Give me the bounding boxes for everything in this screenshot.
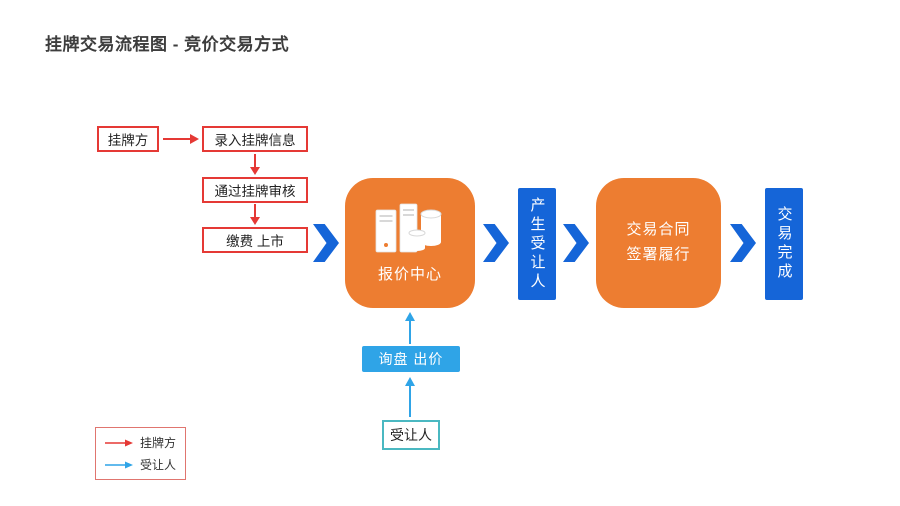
- legend-blue-arrow-icon: [105, 461, 133, 468]
- flow-chevron-icon: [313, 224, 339, 262]
- quote-center-label: 报价中心: [377, 266, 442, 283]
- flow-chevron-icon: [563, 224, 589, 262]
- generate-transferee-label: 产生受让人: [528, 196, 546, 292]
- node-listing-party: 挂牌方: [97, 126, 159, 152]
- flow-chevron-icon: [730, 224, 756, 262]
- legend-red-arrow-icon: [105, 439, 133, 446]
- node-pass-listing-review: 通过挂牌审核: [202, 177, 308, 203]
- server-database-icon: [375, 203, 442, 253]
- arrow-down-red-icon: [250, 204, 260, 225]
- page-title: 挂牌交易流程图 - 竞价交易方式: [45, 35, 290, 54]
- arrow-down-red-icon: [250, 154, 260, 175]
- contract-line-1: 交易合同: [626, 221, 691, 239]
- node-quote-center: 报价中心: [345, 178, 475, 308]
- node-inquiry-bid: 询盘 出价: [362, 346, 460, 372]
- legend: 挂牌方 受让人: [95, 427, 187, 480]
- arrow-up-blue-icon: [405, 312, 415, 344]
- arrow-up-blue-icon: [405, 377, 415, 417]
- legend-transferee-label: 受让人: [140, 458, 177, 472]
- legend-item-listing: 挂牌方: [105, 434, 176, 451]
- arrow-right-red-icon: [163, 134, 199, 144]
- node-contract-sign-perform: 交易合同 签署履行: [596, 178, 721, 308]
- flow-chevron-icon: [483, 224, 509, 262]
- legend-item-transferee: 受让人: [105, 456, 176, 473]
- legend-listing-label: 挂牌方: [140, 436, 177, 450]
- node-generate-transferee: 产生受让人: [518, 188, 556, 300]
- transaction-complete-label: 交易完成: [775, 206, 793, 282]
- node-pay-and-list: 缴费 上市: [202, 227, 308, 253]
- node-transaction-complete: 交易完成: [765, 188, 803, 300]
- node-transferee-party: 受让人: [382, 420, 440, 450]
- contract-line-2: 签署履行: [626, 246, 691, 263]
- node-enter-listing-info: 录入挂牌信息: [202, 126, 308, 152]
